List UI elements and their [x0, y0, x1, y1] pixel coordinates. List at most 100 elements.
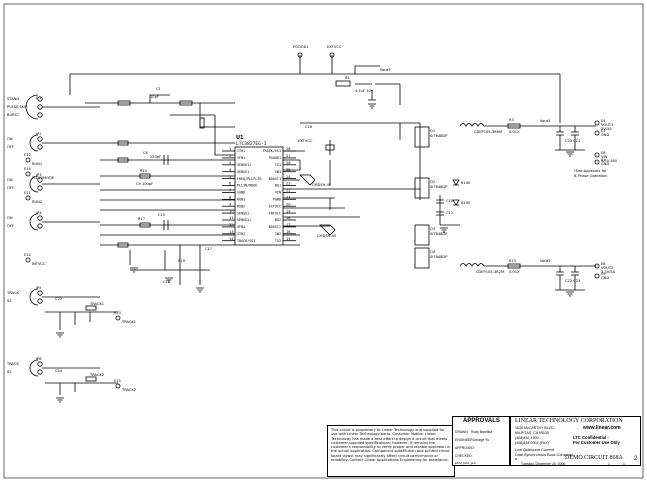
svg-text:E11: E11 [24, 191, 31, 195]
ic-pin-name: SW2 [275, 232, 281, 236]
svg-text:E5: E5 [601, 129, 606, 133]
approvals-title: APPROVALS [463, 418, 500, 424]
svg-text:E14: E14 [24, 167, 32, 171]
ic-pin-num: 18 [286, 216, 291, 220]
d2 [319, 224, 336, 236]
svg-text:C24: C24 [55, 369, 63, 373]
fb1-net [85, 94, 235, 156]
svg-text:E6: E6 [601, 151, 606, 155]
svg-text:CDEP105-3R6M: CDEP105-3R6M [474, 130, 502, 134]
connector-option: ON [7, 178, 13, 182]
output-value: 5V/5A [601, 127, 612, 131]
ic-pin-name: VFB1 [237, 156, 245, 160]
r4 [179, 100, 193, 106]
svg-text:0.012: 0.012 [509, 270, 519, 274]
ic-part: LTC3827EG-1 [236, 141, 267, 147]
ic-pin-num: 4 [229, 168, 232, 172]
svg-text:Q3: Q3 [430, 227, 435, 231]
ic-pin-name: EXTVCC [269, 204, 281, 208]
ic-pin-name: SGND [237, 191, 245, 195]
output-net: GND [601, 276, 609, 280]
ic-pin-name: BOOST2 [269, 225, 281, 229]
svg-text:C12: C12 [446, 211, 453, 215]
svg-text:E9: E9 [601, 272, 606, 276]
svg-text:CMDSH-4E: CMDSH-4E [317, 234, 337, 238]
r5 [199, 117, 205, 129]
ic-pin-num: 10 [229, 209, 234, 213]
ic-pin-num: 11 [229, 216, 234, 220]
ic-pin-name: TRACK/SS2 [237, 239, 255, 243]
svg-text:*See Appendix for: *See Appendix for [574, 169, 607, 173]
connector-option: SS [7, 299, 12, 303]
connector-option: SS [7, 370, 12, 374]
ic-pin-num: 26 [286, 161, 291, 165]
ic-pin-name: BOOST1 [269, 177, 281, 181]
ic-pin-name: SW1 [275, 170, 281, 174]
turret-net: INTVCC [32, 262, 46, 266]
customer-notice: This circuit is proprietary to Linear Te… [327, 425, 455, 477]
d4 [452, 199, 460, 206]
drawing-border [3, 3, 644, 479]
r1-c14-net [355, 83, 401, 105]
ic-pin-name: SENSE1+ [237, 163, 251, 167]
approvals-block: APPROVALS DRAWN: Rudy Bautista ENGINEER:… [452, 416, 510, 466]
notice-text: This circuit is proprietary to Linear Te… [331, 428, 451, 463]
r1 [335, 80, 351, 87]
svg-text:Vout2: Vout2 [540, 259, 550, 263]
engineer: George Yu [473, 438, 490, 442]
svg-text:Q2: Q2 [430, 180, 435, 184]
svg-text:Si7848DP: Si7848DP [430, 255, 448, 259]
connector-option: ON [7, 137, 13, 141]
top-rail [69, 55, 561, 123]
svg-text:4.7uF 10V: 4.7uF 10V [355, 89, 374, 93]
svg-text:E13: E13 [114, 311, 121, 315]
svg-text:R3: R3 [509, 118, 514, 122]
svg-text:R15: R15 [140, 169, 147, 173]
ic-pin-num: 7 [229, 189, 231, 193]
svg-text:E4: E4 [601, 119, 606, 123]
turret-net: RUN2 [32, 200, 42, 204]
svg-text:R17: R17 [138, 217, 145, 221]
ic-pin-name: TG2 [275, 239, 281, 243]
svg-text:JP6: JP6 [35, 357, 42, 361]
svg-text:Q1: Q1 [430, 129, 435, 133]
ic-pin-name: BG2 [275, 218, 281, 222]
svg-text:R19: R19 [178, 259, 186, 263]
output-net: GND [601, 162, 609, 166]
ic-pin-num: 19 [286, 209, 291, 213]
ic-pin-name: BG1 [275, 184, 281, 188]
svg-text:Si7848DP: Si7848DP [430, 134, 448, 138]
r13 [507, 263, 521, 269]
company-web: www.linear.com [583, 425, 621, 431]
company-block: LINEAR TECHNOLOGY CORPORATION 1630 McCAR… [510, 416, 641, 466]
svg-text:B140: B140 [461, 201, 471, 205]
r2 [117, 100, 131, 106]
svg-text:C18: C18 [305, 125, 313, 129]
connector-option: BURST [7, 113, 20, 117]
svg-text:B140: B140 [461, 181, 471, 185]
ic-pin-num: 13 [229, 230, 234, 234]
svg-text:R13: R13 [509, 259, 516, 263]
svg-text:C6: C6 [143, 151, 149, 155]
svg-text:E12: E12 [24, 253, 31, 257]
svg-text:EXTVCC: EXTVCC [298, 139, 313, 143]
output-value: 4.5V-36V [601, 159, 618, 163]
ic-pin-name: ITH1 [237, 149, 245, 153]
output-net: VOUT1 [601, 123, 613, 127]
ic-pin-num: 17 [286, 223, 291, 227]
ic-pin-name: TG1 [275, 163, 281, 167]
svg-text:0.012: 0.012 [509, 130, 519, 134]
svg-text:JP2: JP2 [35, 132, 42, 136]
svg-text:Si7848DP: Si7848DP [430, 185, 448, 189]
